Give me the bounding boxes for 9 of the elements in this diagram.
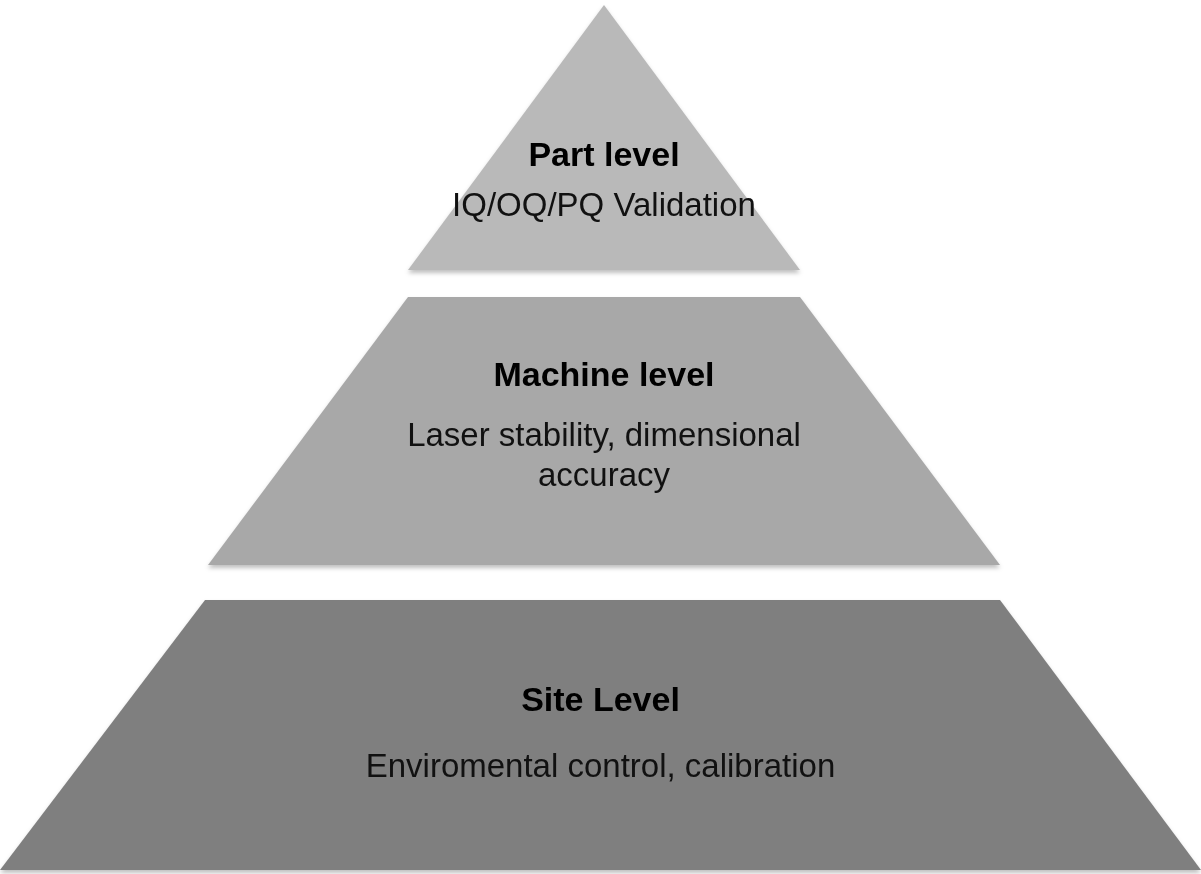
trapezoid-tier <box>208 297 1000 565</box>
triangle-tier <box>408 5 800 270</box>
tier-description: Laser stability, dimensional accuracy <box>406 415 802 495</box>
trapezoid-tier <box>0 600 1201 870</box>
tier-heading: Site Level <box>521 680 680 719</box>
tier-description: IQ/OQ/PQ Validation <box>451 185 757 225</box>
tier-description: Enviromental control, calibration <box>364 746 837 786</box>
tier-heading: Part level <box>528 135 680 174</box>
tier-heading: Machine level <box>493 355 715 394</box>
